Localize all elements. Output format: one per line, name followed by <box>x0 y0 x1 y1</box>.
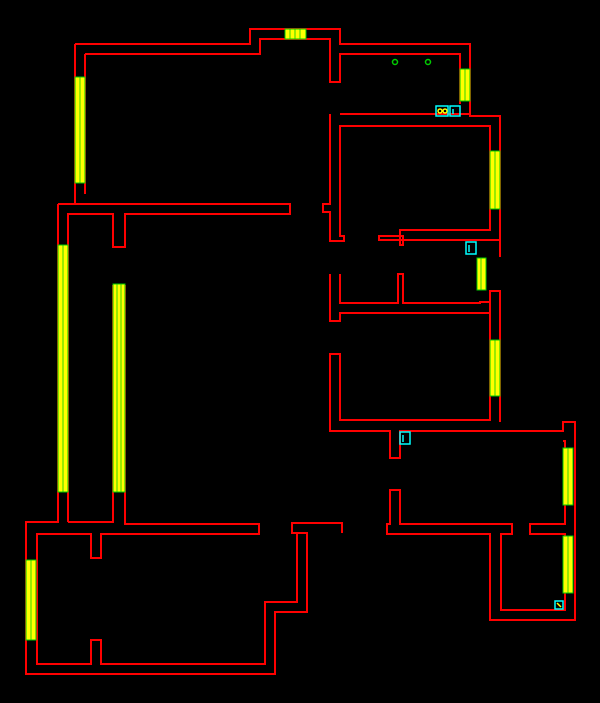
wall-west-outer <box>25 204 343 675</box>
fixtures-group <box>391 58 564 610</box>
square-fixture-icon <box>465 241 477 255</box>
window-east-small <box>476 257 487 291</box>
wall-bedroom-2 <box>322 114 500 246</box>
square-fixture-icon <box>399 431 411 445</box>
walls-group <box>25 28 576 675</box>
wall-middle-block <box>329 274 576 621</box>
circle-marker-icon <box>391 58 399 66</box>
wall-top-left-room-inner <box>85 38 461 104</box>
square-fixture-icon <box>449 105 461 117</box>
window-hatching <box>30 29 569 640</box>
wall-middle-block-2 <box>339 273 501 304</box>
window-interior-long <box>112 283 126 493</box>
window-top <box>284 28 307 40</box>
square-fixture-icon <box>554 600 564 610</box>
circle-marker-icon <box>424 58 432 66</box>
double-burner-icon <box>435 105 449 117</box>
wall-west-upper <box>67 44 291 522</box>
wall-corridor-island-2 <box>36 285 298 665</box>
